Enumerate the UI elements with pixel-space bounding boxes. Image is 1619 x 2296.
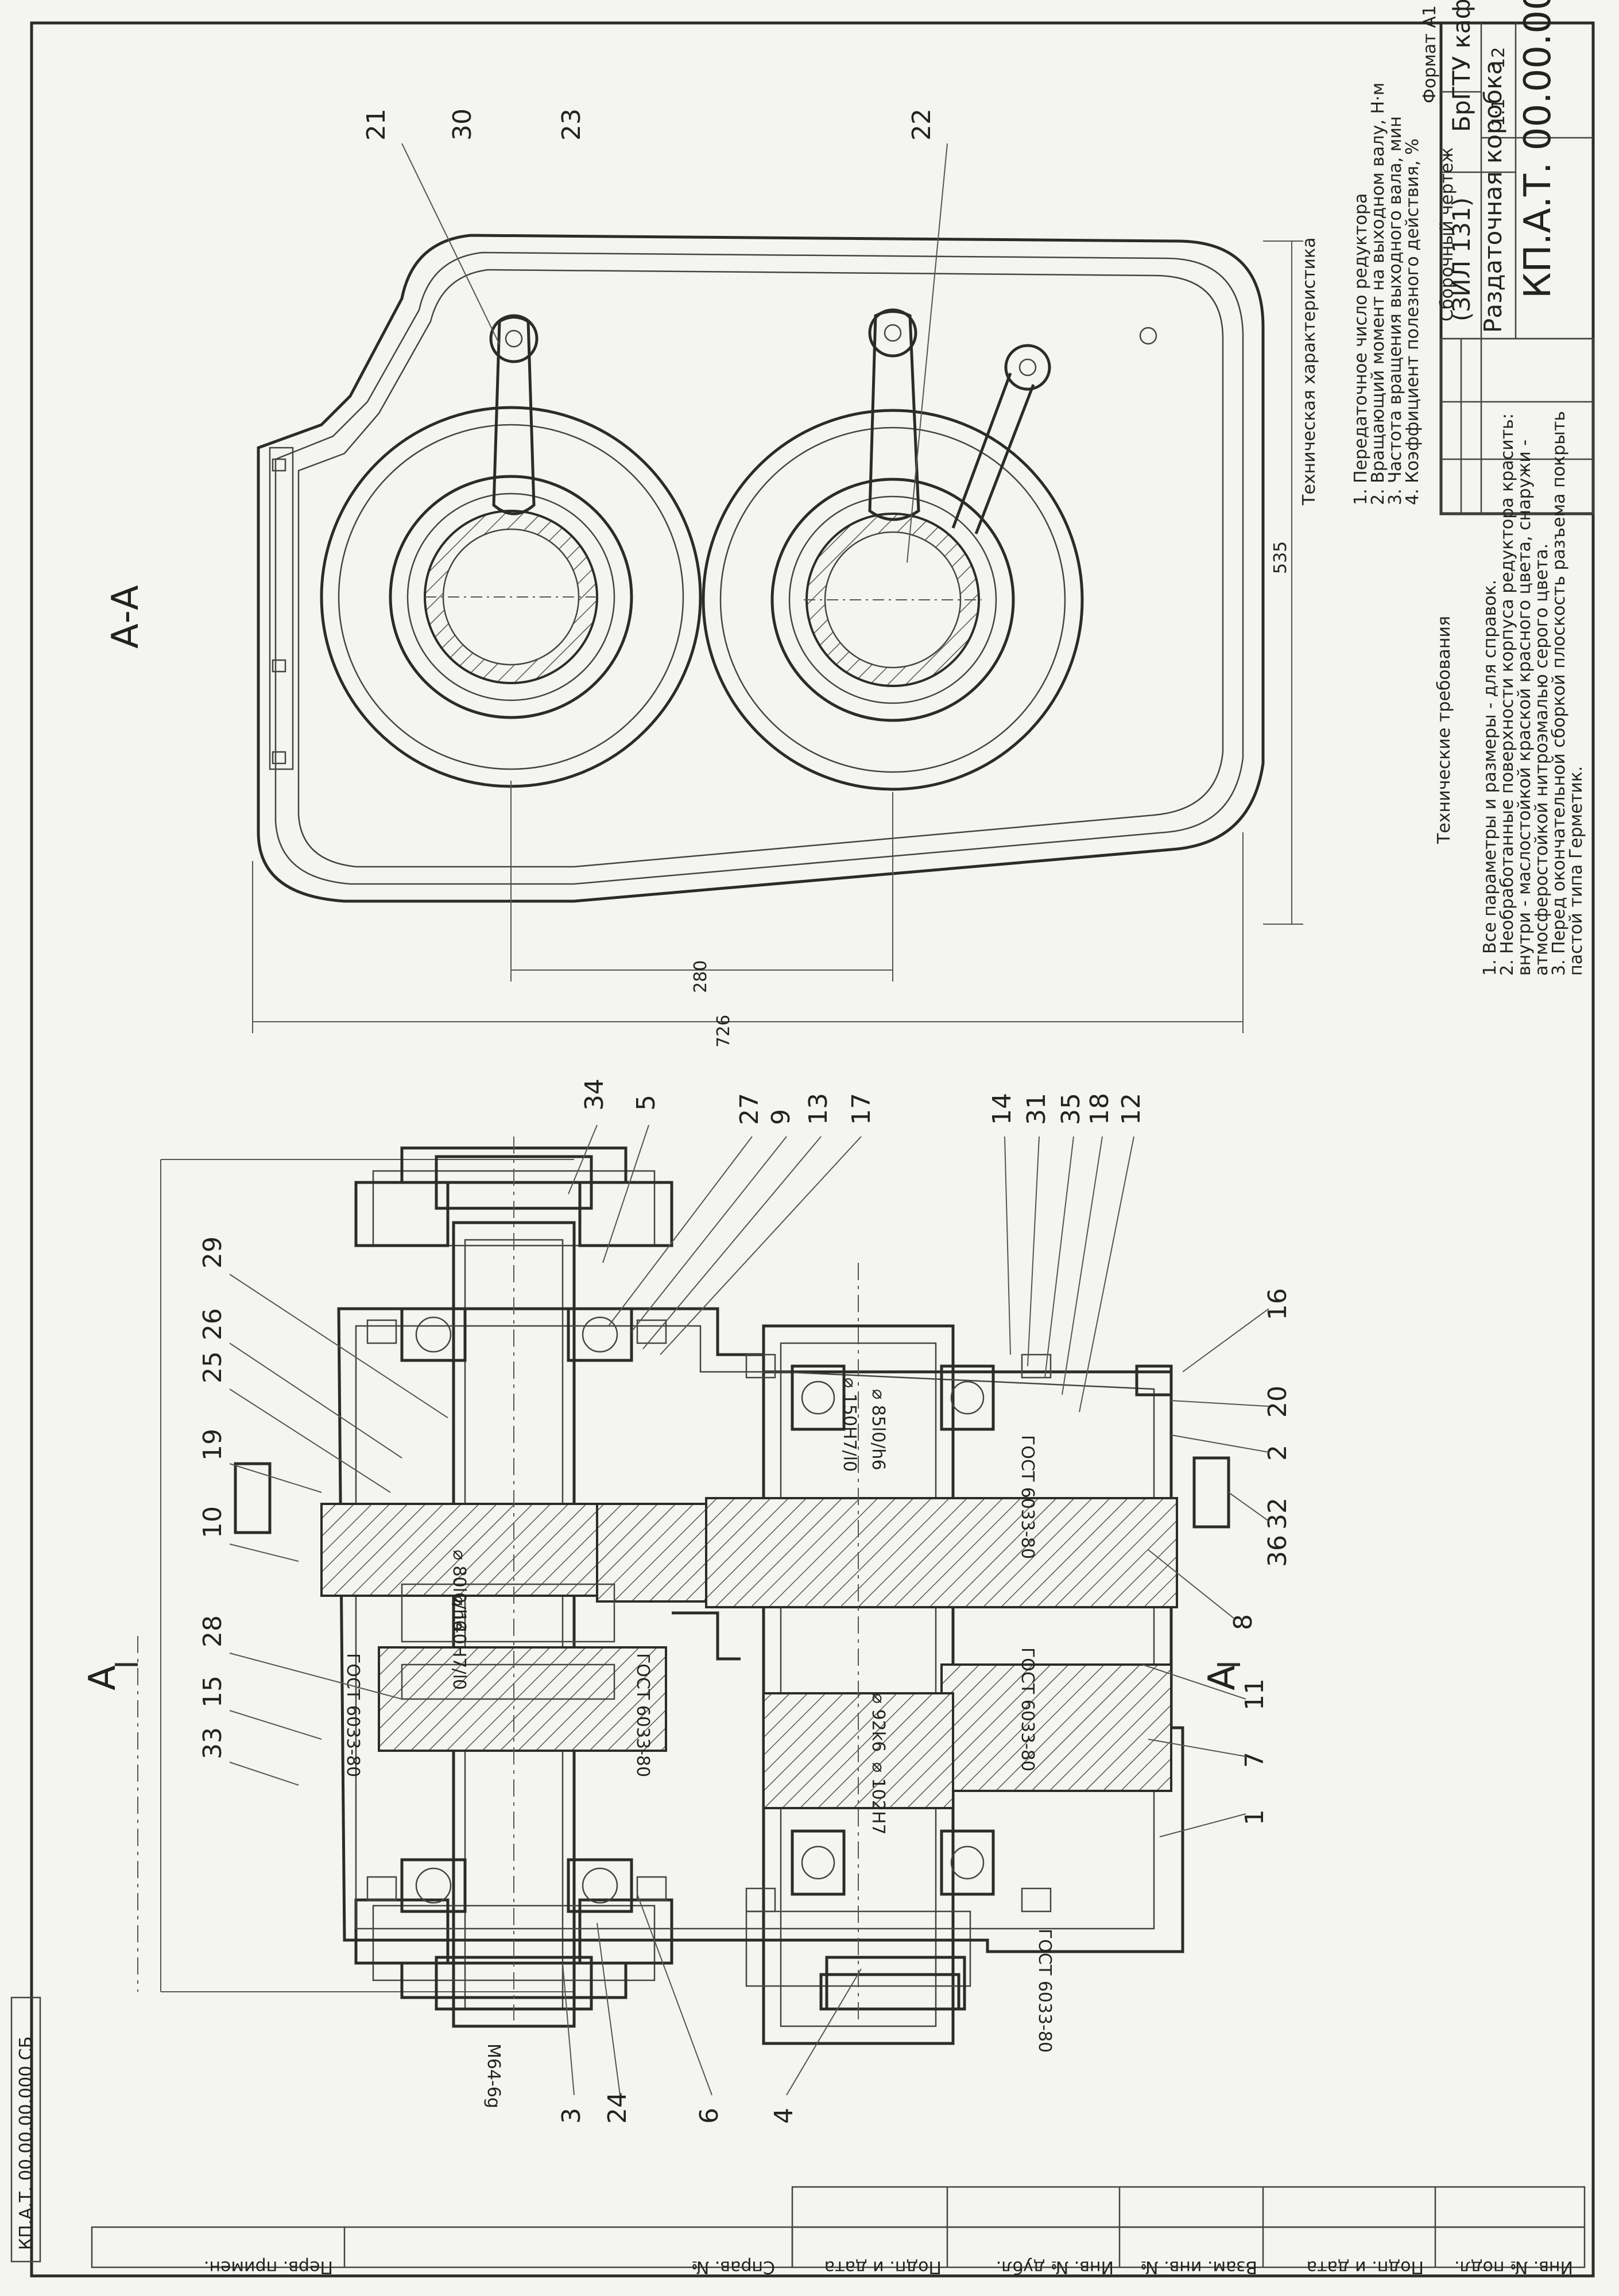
tech-spec-item-2: 2. Вращающий момент на выходном валу, Н·… xyxy=(1368,83,1388,505)
tech-spec-item-4: 4. Коэффициент полезного действия, % xyxy=(1403,138,1423,505)
title-name: Раздаточная коробка xyxy=(1479,60,1507,333)
section-label: А-А xyxy=(104,585,147,649)
callout-21: 21 xyxy=(362,108,391,141)
stamp-inv-dubl: Инв. № дубл. xyxy=(996,2257,1114,2277)
title-scale: 1:1 xyxy=(1489,99,1509,126)
dim-d150: ⌀ 150H7/l0 xyxy=(839,1378,859,1472)
callouts-left: 29 26 25 19 10 28 15 33 xyxy=(198,1236,448,1786)
callout-22: 22 xyxy=(907,108,936,141)
dim-d85: ⌀ 85l0/h6 xyxy=(868,1389,888,1470)
tech-requirements: Технические требования 1. Все параметры … xyxy=(1434,411,1586,976)
callouts-top: 34 5 27 9 13 17 14 31 35 18 12 xyxy=(568,1079,1146,1413)
stamp-sprav: Справ. № xyxy=(691,2257,775,2277)
callout-29: 29 xyxy=(198,1236,227,1269)
tech-req-item-5: 3. Перед окончательной сборкой плоскость… xyxy=(1549,411,1569,976)
tech-req-item-3: внутри - маслостойкой краской красного ц… xyxy=(1515,440,1535,976)
tech-req-heading: Технические требования xyxy=(1434,616,1454,844)
callout-25: 25 xyxy=(198,1351,227,1383)
tech-spec: Техническая характеристика 1. Передаточн… xyxy=(1299,83,1423,506)
callout-35: 35 xyxy=(1056,1093,1086,1125)
callout-14: 14 xyxy=(987,1093,1017,1125)
gost-label-5: ГОСТ 6033-80 xyxy=(1035,1929,1055,2053)
nut-lower-bottom xyxy=(825,1956,966,2011)
callout-2: 2 xyxy=(1263,1445,1292,1461)
section-view-a-a: А-А xyxy=(104,108,1303,1048)
stamp-vzam-inv: Взам. инв. № xyxy=(1140,2257,1257,2277)
dim-535: 535 xyxy=(1271,541,1291,574)
callout-31: 31 xyxy=(1022,1093,1051,1125)
title-mass: 12 xyxy=(1489,47,1509,69)
callout-18: 18 xyxy=(1085,1093,1114,1125)
callout-6: 6 xyxy=(695,2108,724,2124)
tech-req-item-1: 1. Все параметры и размеры - для справок… xyxy=(1480,580,1500,976)
callout-1: 1 xyxy=(1240,1809,1269,1825)
tech-spec-heading: Техническая характеристика xyxy=(1299,237,1319,506)
callout-16: 16 xyxy=(1263,1288,1292,1320)
tech-req-item-2: 2. Необработанные поверхности корпуса ре… xyxy=(1497,413,1517,976)
stamp-sign-date-2: Подп. и дата xyxy=(824,2257,942,2277)
title-model: (ЗИЛ 131) xyxy=(1447,197,1475,321)
gost-label-1: ГОСТ 6033-80 xyxy=(343,1653,363,1777)
title-organization: БрГТУ каф ТЭА xyxy=(1447,0,1475,132)
gear-lower-2 xyxy=(940,1663,1172,1792)
callout-33: 33 xyxy=(198,1727,227,1759)
bottom-stamp-row: Инв. № подл. Подп. и дата Взам. инв. № И… xyxy=(91,2186,1586,2277)
callouts-right: 16 20 2 32 36 8 11 7 1 xyxy=(1142,1288,1292,1837)
gost-label-2: ГОСТ 6033-80 xyxy=(633,1653,653,1777)
callouts-bottom: 3 24 6 4 xyxy=(557,1894,862,2124)
callout-24: 24 xyxy=(603,2092,632,2124)
callout-11: 11 xyxy=(1240,1678,1269,1711)
callout-27: 27 xyxy=(735,1093,764,1125)
callout-34: 34 xyxy=(580,1079,609,1111)
stamp-perv-primen: Перв. примен. xyxy=(204,2257,333,2277)
callout-20: 20 xyxy=(1263,1386,1292,1418)
title-doc-type: Сборочный чертеж xyxy=(1437,148,1457,321)
callout-17: 17 xyxy=(847,1093,876,1125)
callout-7: 7 xyxy=(1240,1752,1269,1768)
side-margin-code: КП.А.Т. 00.00.00.000 СБ xyxy=(10,1996,41,2263)
callout-19: 19 xyxy=(198,1429,227,1461)
callout-9: 9 xyxy=(766,1109,796,1125)
callout-13: 13 xyxy=(804,1093,833,1125)
dim-d80: ⌀ 80l0/h6 xyxy=(449,1550,469,1631)
dim-726: 726 xyxy=(714,1015,734,1048)
title-designation: КП.А.Т. 00.00.00.000 СБ xyxy=(1517,0,1559,298)
drawing-frame xyxy=(30,21,1595,2278)
callout-8: 8 xyxy=(1229,1614,1258,1630)
title-block: КП.А.Т. 00.00.00.000 СБ Раздаточная коро… xyxy=(1420,0,1595,515)
callout-4: 4 xyxy=(769,2108,799,2124)
dim-d102: ⌀ 102H7 xyxy=(868,1762,888,1835)
gost-label-3: ГОСТ 6033-80 xyxy=(1017,1435,1037,1559)
gost-label-4: ГОСТ 6033-80 xyxy=(1017,1647,1037,1771)
dim-d92: ⌀ 92k6 xyxy=(868,1693,888,1752)
tech-spec-item-1: 1. Передаточное число редуктора xyxy=(1351,193,1371,505)
callout-30: 30 xyxy=(448,108,477,141)
tech-req-item-6: пастой типа Герметик. xyxy=(1566,766,1586,976)
main-assembly-view: А А xyxy=(82,1079,1292,2124)
side-code: КП.А.Т. 00.00.00.000 СБ xyxy=(16,2037,36,2250)
dim-thread: M64-6g xyxy=(483,2043,503,2108)
callout-15: 15 xyxy=(198,1676,227,1708)
dim-280: 280 xyxy=(691,960,711,993)
stamp-inv-podl: Инв. № подл. xyxy=(1454,2257,1573,2277)
callout-28: 28 xyxy=(198,1615,227,1647)
section-marker-top: А xyxy=(82,1665,124,1690)
callout-12: 12 xyxy=(1117,1093,1146,1125)
tech-req-item-4: атмосферостойкой нитроэмалью серого цвет… xyxy=(1532,544,1552,976)
callout-10: 10 xyxy=(198,1506,227,1538)
callout-36: 36 xyxy=(1263,1535,1292,1567)
tech-spec-item-3: 3. Частота вращения выходного вала, мин xyxy=(1385,116,1405,505)
callout-23: 23 xyxy=(557,108,586,141)
callout-5: 5 xyxy=(632,1095,661,1111)
dim-d140: ⌀ 140H7/l0 xyxy=(449,1596,469,1690)
callout-26: 26 xyxy=(198,1308,227,1340)
gear-lower-1 xyxy=(705,1497,1178,1608)
callout-32: 32 xyxy=(1263,1498,1292,1530)
callout-3: 3 xyxy=(557,2108,586,2124)
title-format: Формат А1 xyxy=(1420,5,1440,103)
stamp-sign-date: Подп. и дата xyxy=(1307,2257,1424,2277)
